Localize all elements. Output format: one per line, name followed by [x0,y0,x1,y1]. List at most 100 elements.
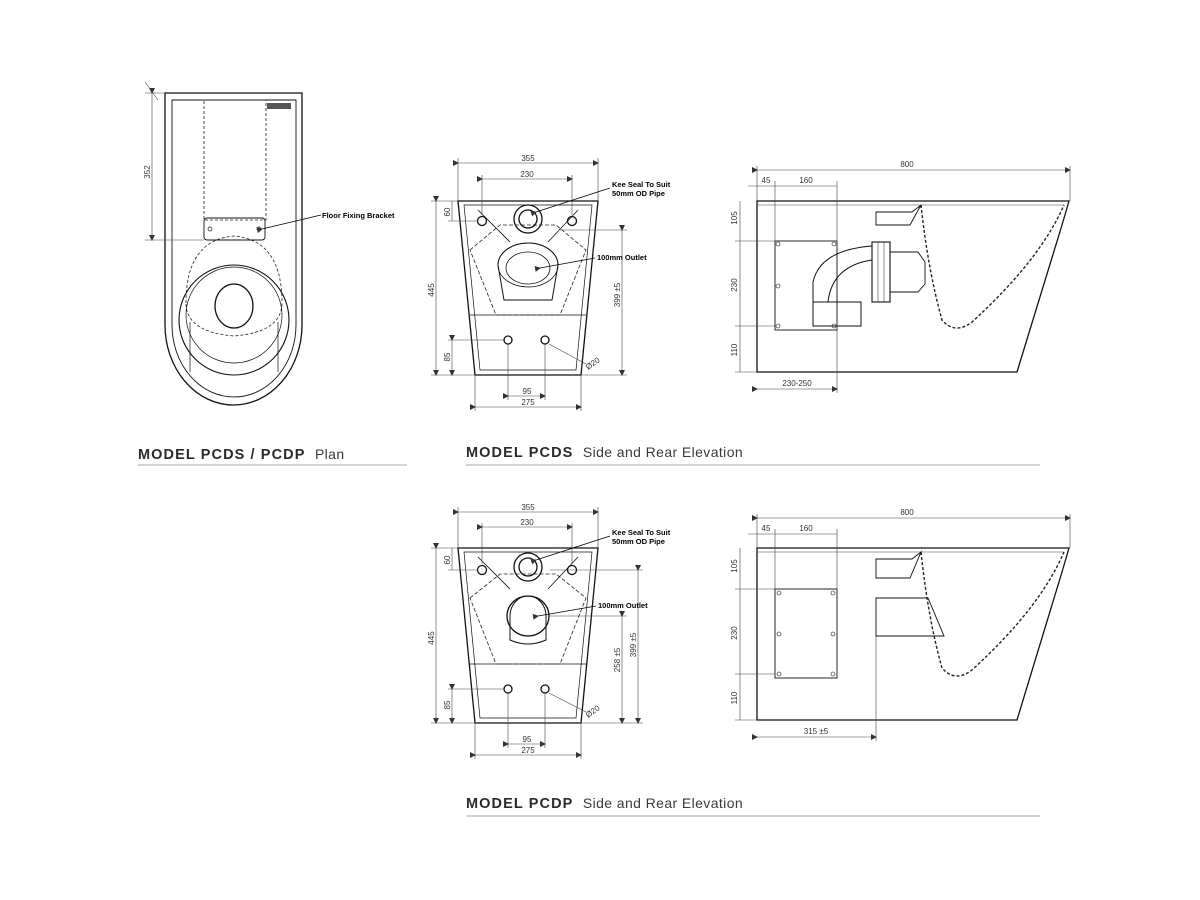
plan-bracket-hole-right [256,226,262,232]
pcdp-side-view: 800 45 160 105 230 110 315 ±5 [730,508,1071,741]
pcdp-side-dim-800: 800 [900,508,914,517]
pcdp-side-access-plate [774,588,838,679]
pcdp-rear-dim-dia: Ø20 [584,703,602,719]
plan-bowl-inner [185,266,283,364]
plan-dim-tick [144,81,159,101]
pcdp-side-plate-screw-1 [776,590,782,596]
plan-bracket-leader [256,214,322,234]
pcds-side-bend-pipe [812,245,873,303]
pcds-rear-note-outlet: 100mm Outlet [597,253,647,262]
pcdp-side-dim-230: 230 [730,626,739,640]
pcdp-side-dim-160: 160 [799,524,813,533]
pcdp-rear-dim-399: 399 ±5 [629,632,638,657]
pcdp-rear-fix-hole-left [476,564,488,576]
pcdp-rear-hidden-body [469,573,587,665]
pcdp-side-plate-screw-6 [830,671,836,677]
pcds-side-plate-screw-1 [775,241,781,247]
pcdp-side-dim-105: 105 [730,559,739,573]
pcdp-rear-outlet-leader [532,605,597,620]
pcds-side-dim-bottom: 230-250 [782,379,812,388]
pcds-rear-outlet-ring [497,242,559,288]
pcdp-rear-dim-230: 230 [520,518,534,527]
pcdp-rear-chamfers [477,556,579,590]
pcdp-side-outline [756,547,1070,721]
pcds-side-dim-105: 105 [730,211,739,225]
pcds-rear-chamfers [477,209,579,243]
pcds-rear-hidden-body [469,224,587,316]
pcds-rear-outlet-leader [534,257,596,272]
pcds-rear-dim-95: 95 [523,387,532,396]
pcds-side-bowl-hidden [920,204,1065,329]
pcds-side-dim-160: 160 [799,176,813,185]
pcdp-side-plate-screw-4 [830,631,836,637]
plan-bowl-outer [178,264,290,376]
pcds-side-outline [756,200,1070,373]
pcds-rear-seal-inner [518,209,538,229]
plan-cistern-hidden [203,99,267,221]
pcdp-caption: MODEL PCDP Side and Rear Elevation [466,795,743,812]
pcds-rear-floor-hole-left [503,335,513,345]
plan-view: 352 Floor Fixing Bracket [143,81,395,406]
pcds-side-access-plate [774,240,838,331]
pcdp-side-dim-bottom: 315 ±5 [804,727,829,736]
pcdp-rear-dim-355: 355 [521,503,535,512]
pcdp-rear-outlet-tube [509,595,547,645]
pcds-side-dim-45: 45 [762,176,771,185]
pcdp-rear-dim-60: 60 [443,555,452,564]
pcdp-rear-note-seal-2: 50mm OD Pipe [612,537,665,546]
pcds-rear-dim-355: 355 [521,154,535,163]
pcds-rear-dim-230: 230 [520,170,534,179]
pcdp-rear-floor-hole-left [503,684,513,694]
pcdp-rear-seal-leader [530,535,611,565]
pcdp-rear-seal-inner [518,557,538,577]
pcdp-rear-inner [463,551,593,719]
plan-hidden-bowl [185,235,283,337]
plan-note-bracket: Floor Fixing Bracket [322,211,395,220]
plan-bracket-hole-left [207,226,213,232]
plan-dim-352: 352 [143,165,152,179]
pcdp-side-dim-110: 110 [730,691,739,704]
pcds-rear-outlet-bend [497,242,559,301]
pcdp-rear-dim-95: 95 [523,735,532,744]
pcdp-rear-note-seal-1: Kee Seal To Suit [612,528,671,537]
pcdp-rear-floor-hole-right [540,684,550,694]
pcds-rear-view: 355 230 445 60 85 399 ±5 95 275 Ø20 Kee … [427,154,671,411]
pcds-caption: MODEL PCDS Side and Rear Elevation [466,444,743,461]
plan-inner-rim [171,99,297,398]
pcds-rear-dim-dia: Ø20 [584,355,602,371]
pcds-rear-dia-leader [548,343,587,365]
plan-floor-bracket [203,217,266,241]
pcds-side-dim-230: 230 [730,278,739,292]
pcdp-rear-dim-258: 258 ±5 [613,647,622,672]
plan-label-plate [267,103,291,109]
pcds-side-plate-screw-3 [775,283,781,289]
pcdp-rear-outlet [506,595,550,637]
pcdp-rear-seal-outer [513,552,543,582]
pcds-rear-dim-85: 85 [443,352,452,361]
pcdp-rear-dim-445: 445 [427,631,436,645]
pcds-side-dim-110: 110 [730,343,739,356]
pcds-rear-dim-445: 445 [427,283,436,297]
pcds-rear-floor-hole-right [540,335,550,345]
pcdp-side-bowl-hidden [920,551,1065,677]
plan-outline [164,92,303,406]
pcds-side-dim-800: 800 [900,160,914,169]
plan-seat-sides [189,322,279,372]
pcds-side-view: 800 45 160 105 230 110 230-250 [730,160,1071,393]
plan-caption-model: MODEL PCDS / PCDP [138,447,305,463]
pcdp-caption-model: MODEL PCDP [466,796,573,812]
pcdp-side-plate-screw-5 [776,671,782,677]
pcds-rear-fix-hole-left [476,215,488,227]
pcds-side-flange [871,241,891,303]
pcds-side-inlet-spud [875,204,922,226]
pcds-rear-fix-hole-right [566,215,578,227]
pcdp-rear-note-outlet: 100mm Outlet [598,601,648,610]
pcdp-caption-sub: Side and Rear Elevation [583,795,743,811]
pcdp-rear-dim-275: 275 [521,746,535,755]
plan-outlet [214,283,254,329]
pcdp-rear-dia-leader [548,692,587,713]
pcdp-rear-view: 355 230 445 60 85 399 ±5 258 ±5 95 275 Ø… [427,503,671,759]
pcds-side-outlet-horn [890,251,926,293]
pcds-rear-seal-outer [513,204,543,234]
pcds-rear-dim-275: 275 [521,398,535,407]
